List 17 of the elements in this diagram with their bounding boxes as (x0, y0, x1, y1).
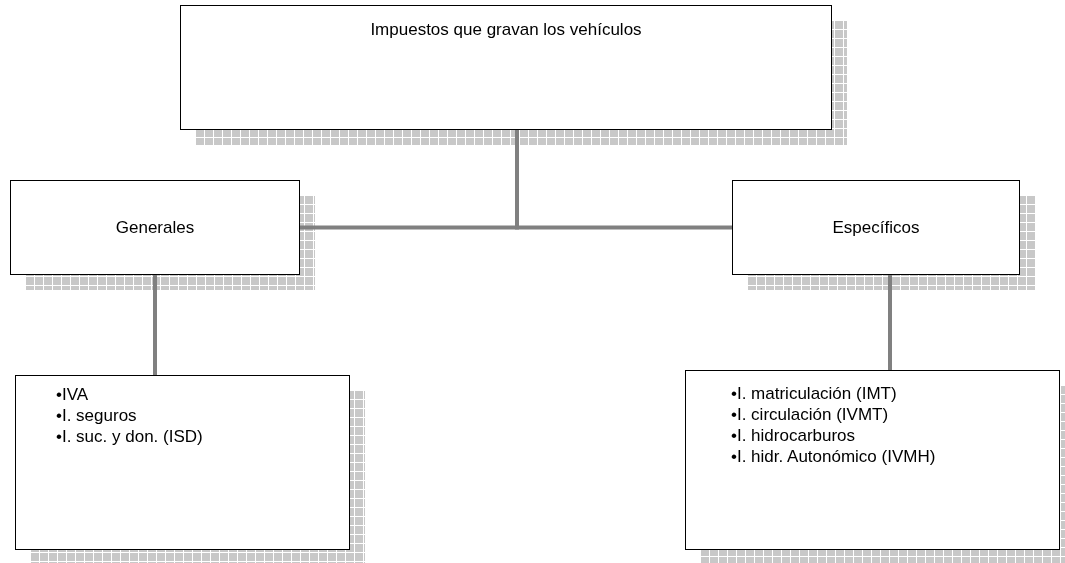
list-item: •IVA (56, 384, 90, 405)
category-label: Generales (115, 217, 195, 238)
text-box (180, 5, 832, 130)
list-item: •I. suc. y don. (ISD) (56, 426, 203, 447)
connector-line (888, 275, 892, 370)
text-box (10, 180, 300, 275)
list-item: •I. circulación (IVMT) (731, 404, 890, 425)
category-label: Específicos (832, 217, 920, 238)
list-item: •I. matriculación (IMT) (731, 383, 898, 404)
list-item: •I. seguros (56, 405, 138, 426)
list-item: •I. hidr. Autonómico (IVMH) (731, 446, 936, 467)
text-box (15, 375, 350, 550)
title-text: Impuestos que gravan los vehículos (370, 20, 642, 40)
list-item: •I. hidrocarburos (731, 425, 857, 446)
text-box (732, 180, 1020, 275)
connector-line (153, 275, 157, 375)
text-box (685, 370, 1060, 550)
